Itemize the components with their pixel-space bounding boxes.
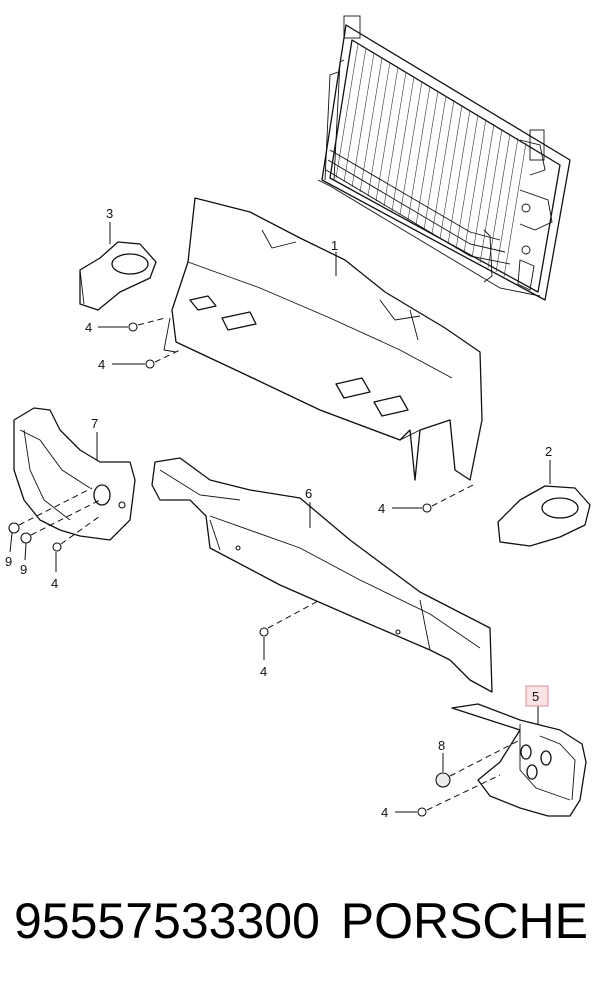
radiator-assembly	[317, 15, 571, 301]
bolt-4e	[52, 515, 101, 572]
callout-4-c: 4	[378, 501, 385, 516]
callout-8: 8	[438, 738, 445, 753]
part-number: 95557533300	[14, 893, 320, 949]
callout-5-highlight-box	[525, 685, 549, 707]
exploded-parts-diagram: 1 2 3 7 6 5 8 4 4 4 4 4 4 9 9	[5, 15, 591, 820]
bolt-4c	[392, 483, 476, 513]
callout-9-b: 9	[20, 562, 27, 577]
duct-part-7	[13, 407, 136, 541]
footer: 95557533300 PORSCHE	[0, 880, 600, 996]
bracket-part-2	[497, 485, 591, 547]
callout-7: 7	[91, 416, 98, 431]
callout-4-d: 4	[260, 664, 267, 679]
bolt-4a	[98, 317, 166, 332]
callout-9-a: 9	[5, 554, 12, 569]
grommet-8	[435, 739, 521, 788]
fasteners	[8, 317, 521, 817]
bolt-4b	[112, 349, 181, 369]
callout-4-e: 4	[51, 576, 58, 591]
bolt-4f	[395, 774, 501, 817]
callout-3: 3	[106, 206, 113, 221]
bracket-part-3	[79, 241, 157, 311]
callout-2: 2	[545, 444, 552, 459]
callout-4-a: 4	[85, 320, 92, 335]
air-duct-part-1	[163, 197, 483, 481]
callout-leaders	[96, 222, 551, 724]
callout-labels: 1 2 3 7 6 5 8 4 4 4 4 4 4 9 9	[5, 206, 552, 820]
callout-6: 6	[305, 486, 312, 501]
callout-4-f: 4	[381, 805, 388, 820]
bolt-9b	[20, 499, 101, 561]
callout-5: 5	[532, 689, 539, 704]
callout-1: 1	[331, 238, 338, 253]
brand-name: PORSCHE	[340, 893, 588, 949]
bolt-9a	[8, 487, 93, 553]
duct-part-5	[451, 703, 587, 817]
bolt-4d	[259, 599, 321, 660]
duct-part-6	[151, 457, 493, 693]
callout-4-b: 4	[98, 357, 105, 372]
